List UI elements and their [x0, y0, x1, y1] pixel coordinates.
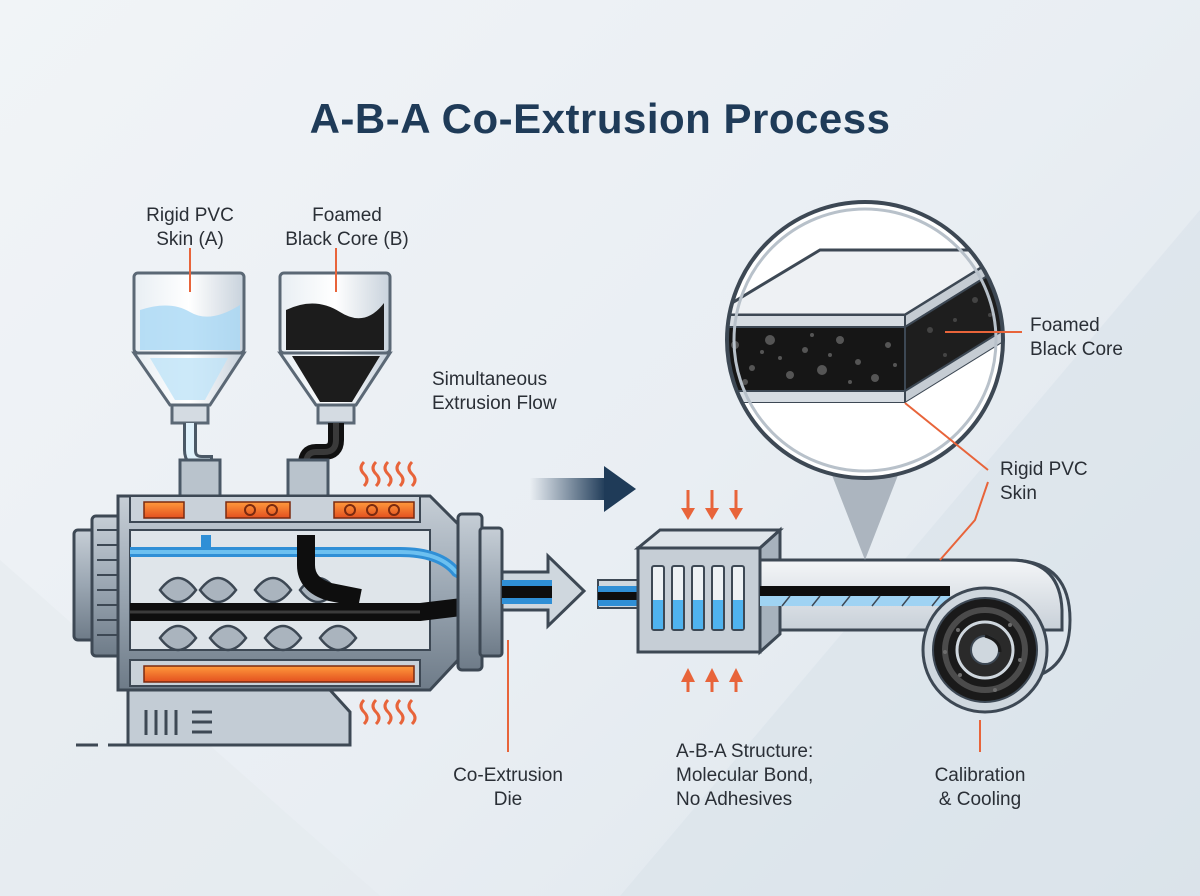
hopper-a-label-line1: Rigid PVC	[146, 205, 234, 226]
skin-label-line2: Skin	[1000, 483, 1037, 504]
flow-label-line1: Simultaneous	[432, 369, 548, 390]
heat-waves-top	[359, 460, 417, 488]
die-label-line1: Co-Extrusion	[453, 765, 563, 786]
structure-label: A-B-A Structure: Molecular Bond, No Adhe…	[676, 740, 876, 812]
flow-label: Simultaneous Extrusion Flow	[432, 368, 602, 416]
magnified-cross-section	[725, 200, 1005, 560]
cooling-label-line1: Calibration	[934, 765, 1026, 786]
hopper-b-label-line1: Foamed	[312, 205, 382, 226]
leader-lines	[189, 248, 1022, 752]
flow-arrow	[530, 466, 636, 512]
skin-label: Rigid PVC Skin	[1000, 458, 1150, 506]
heat-waves-bottom	[359, 698, 417, 726]
hopper-a-label-line2: Skin (A)	[156, 229, 224, 250]
core-label-line1: Foamed	[1030, 315, 1100, 336]
skin-label-line1: Rigid PVC	[1000, 459, 1088, 480]
die-label: Co-Extrusion Die	[428, 764, 588, 812]
structure-label-line2: Molecular Bond,	[676, 765, 814, 786]
extruder-barrel	[72, 458, 587, 747]
flow-label-line2: Extrusion Flow	[432, 393, 557, 414]
page-title: A-B-A Co-Extrusion Process	[309, 95, 891, 142]
cooling-label: Calibration & Cooling	[905, 764, 1055, 812]
hopper-b-label: Foamed Black Core (B)	[262, 204, 432, 252]
core-label: Foamed Black Core	[1030, 314, 1180, 362]
die-label-line2: Die	[493, 789, 523, 810]
hopper-a-label: Rigid PVC Skin (A)	[110, 204, 270, 252]
hopper-b	[277, 271, 393, 535]
cooling-label-line2: & Cooling	[938, 789, 1022, 810]
sheet-roll	[921, 586, 1049, 714]
calibration-die	[597, 526, 784, 656]
structure-label-line3: No Adhesives	[676, 789, 793, 810]
structure-label-line1: A-B-A Structure:	[676, 741, 814, 762]
hopper-b-label-line2: Black Core (B)	[285, 229, 409, 250]
core-label-line2: Black Core	[1030, 339, 1123, 360]
pressure-arrows	[681, 490, 743, 692]
